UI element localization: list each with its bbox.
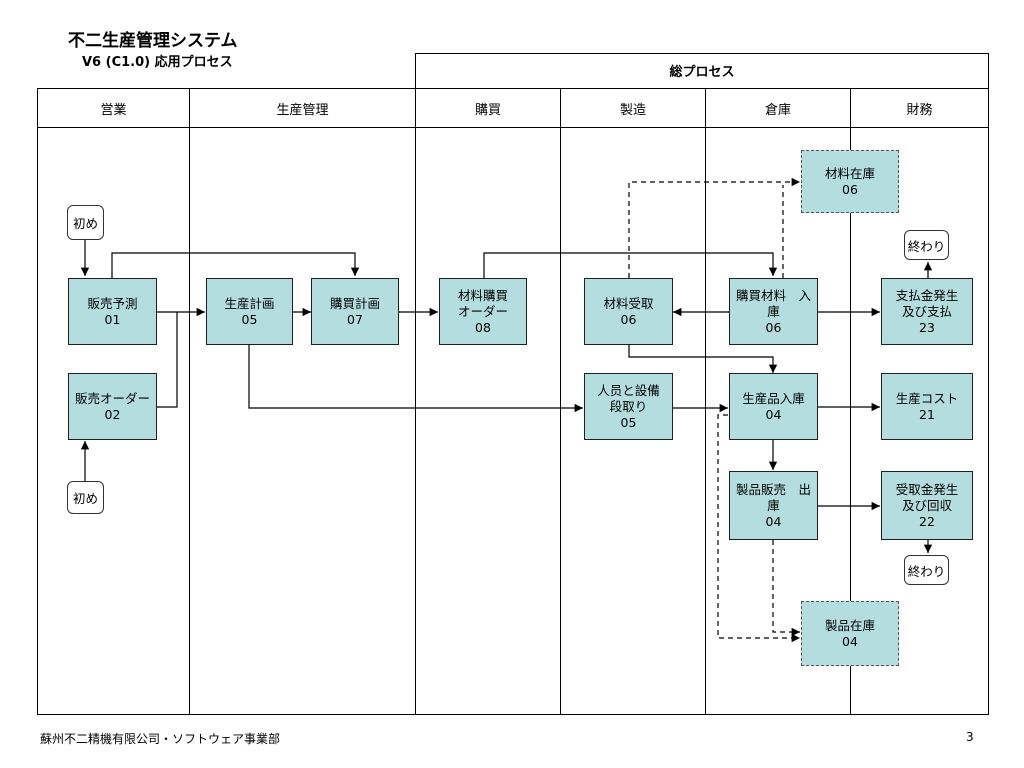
footer-page-number: 3 (966, 730, 974, 744)
process-box-payment: 支払金発生 及び支払 23 (881, 278, 973, 345)
process-box-material-inventory: 材料在庫 06 (801, 150, 899, 213)
process-box-sales-forecast: 販売予測 01 (68, 278, 157, 345)
box-number: 05 (241, 311, 258, 327)
box-number: 06 (842, 181, 858, 197)
box-label: 生産計画 (224, 295, 275, 311)
lane-header-finance: 財務 (906, 102, 933, 118)
process-box-staff-equipment-setup: 人员と設備 段取り 05 (584, 373, 673, 440)
box-number: 21 (919, 406, 935, 422)
process-box-material-purchase-order: 材料購買 オーダー 08 (439, 278, 527, 345)
box-label: 生産品入庫 (742, 390, 805, 406)
box-number: 04 (842, 633, 858, 649)
process-box-product-sales-out: 製品販売 出 庫 04 (729, 471, 818, 540)
page-title: 不二生産管理システム (68, 31, 238, 51)
box-label: 材料受取 (603, 295, 654, 311)
process-box-product-in: 生産品入庫 04 (729, 373, 818, 440)
end-terminal-1: 終わり (904, 230, 949, 260)
lane-header-manufacturing: 製造 (619, 102, 646, 118)
box-number: 04 (765, 513, 782, 529)
page-subtitle: V6 (C1.0) 応用プロセス (82, 55, 233, 70)
box-number: 22 (919, 513, 935, 529)
box-label: 製品在庫 (824, 617, 875, 633)
footer-company: 蘇州不二精機有限公司・ソフトウェア事業部 (40, 732, 281, 746)
box-label: 購買材料 入 (735, 287, 811, 303)
box-label: 製品販売 出 (735, 481, 811, 497)
box-label: 販売予測 (87, 295, 138, 311)
lane-header-purchasing: 購買 (474, 102, 501, 118)
box-label: 材料購買 (457, 287, 508, 303)
process-box-production-plan: 生産計画 05 (206, 278, 293, 345)
box-label-line2: 庫 (767, 497, 780, 513)
start-terminal-1: 初め (67, 205, 104, 240)
box-number: 04 (765, 406, 782, 422)
box-label: 材料在庫 (824, 165, 875, 181)
box-label-line2: 段取り (609, 398, 648, 414)
box-number: 07 (347, 311, 363, 327)
box-label-line2: 庫 (767, 303, 780, 319)
process-box-purchase-plan: 購買計画 07 (311, 278, 399, 345)
process-box-product-inventory: 製品在庫 04 (801, 601, 899, 666)
box-number: 01 (104, 311, 121, 327)
box-number: 06 (765, 319, 782, 335)
box-label: 生産コスト (895, 390, 959, 406)
start-terminal-2: 初め (67, 481, 104, 514)
box-label: 受取金発生 (895, 481, 959, 497)
box-label: 販売オーダー (74, 390, 150, 406)
box-number: 06 (620, 311, 637, 327)
process-box-purchased-material-in: 購買材料 入 庫 06 (729, 278, 818, 345)
box-label-line2: オーダー (457, 303, 508, 319)
lane-header-warehouse: 倉庫 (764, 102, 791, 118)
lane-header-production-management: 生産管理 (276, 102, 329, 118)
box-number: 08 (475, 319, 491, 335)
lane-header-sales: 営業 (100, 102, 127, 118)
process-box-sales-order: 販売オーダー 02 (68, 373, 157, 440)
box-number: 02 (104, 406, 121, 422)
box-label-line2: 及び回収 (901, 497, 952, 513)
process-box-receipt: 受取金発生 及び回収 22 (881, 471, 973, 540)
box-number: 23 (919, 319, 935, 335)
overall-process-header: 総プロセス (669, 65, 735, 80)
process-box-material-receipt: 材料受取 06 (584, 278, 673, 345)
box-label: 人员と設備 (597, 382, 660, 398)
box-label: 購買計画 (329, 295, 380, 311)
box-label: 支払金発生 (895, 287, 959, 303)
box-label-line2: 及び支払 (901, 303, 952, 319)
box-number: 05 (620, 414, 637, 430)
process-box-production-cost: 生産コスト 21 (881, 373, 973, 440)
end-terminal-2: 終わり (904, 555, 949, 585)
